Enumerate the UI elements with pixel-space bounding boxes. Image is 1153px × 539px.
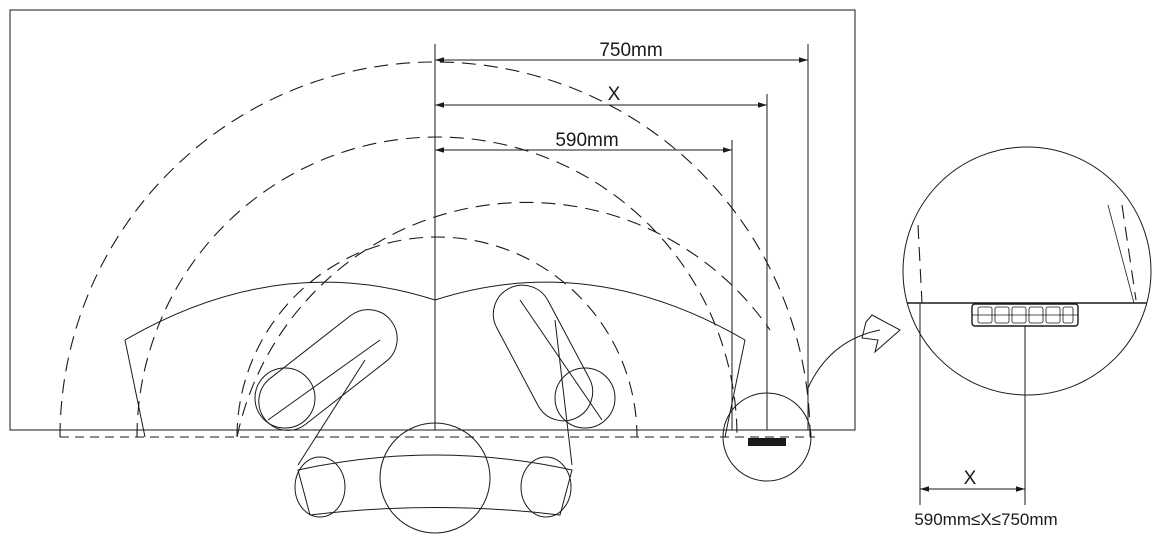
wall-outline [9, 9, 856, 431]
handle-links [267, 299, 603, 466]
handle-center-knob [379, 422, 491, 534]
hinge-slot-right [492, 284, 594, 422]
dim-label-x: X [608, 84, 621, 105]
detail-dash-left [917, 224, 923, 304]
hinge-slot-left [258, 309, 398, 431]
swing-arc-outer [59, 61, 811, 438]
detail-marker-circle [722, 392, 812, 482]
handle-assembly [254, 284, 616, 534]
detail-solid-right [1107, 204, 1135, 304]
detail-dim-label: X [964, 468, 977, 489]
hinge-mini [748, 438, 786, 446]
callout-arrow-curve [807, 329, 881, 389]
swing-arc-middle [136, 136, 738, 438]
detail-dash-right [1121, 204, 1137, 301]
pivot-left-lower [294, 456, 346, 518]
detail-circle [902, 146, 1152, 396]
pivot-right-lower [520, 456, 572, 518]
detail-view: X 590mm≤X≤750mm [902, 146, 1152, 529]
handle-body [297, 454, 573, 516]
swing-arc-right [236, 201, 771, 438]
swing-arc-inner-left [236, 236, 638, 438]
range-caption: 590mm≤X≤750mm [914, 510, 1057, 529]
pivot-right-upper [554, 367, 616, 429]
dim-label-750: 750mm [599, 40, 662, 61]
callout-arrowhead [861, 314, 901, 354]
pivot-left-upper [254, 367, 316, 429]
hinge-detail [971, 303, 1079, 327]
dim-label-590: 590mm [555, 130, 618, 151]
